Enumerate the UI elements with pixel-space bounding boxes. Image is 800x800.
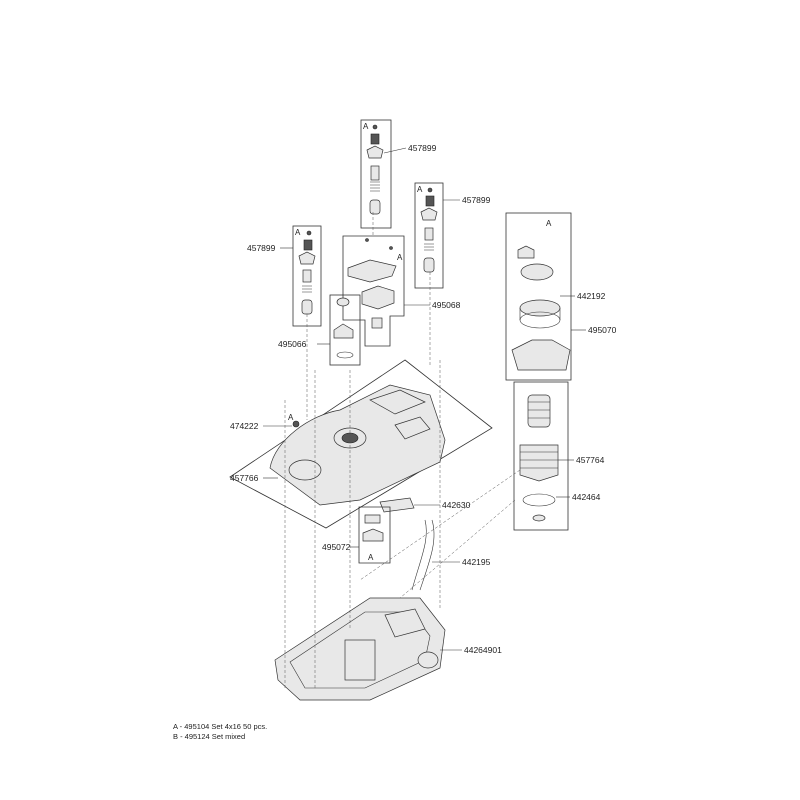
marker-a: A xyxy=(417,185,423,194)
marker-a: A xyxy=(295,228,301,237)
part-label-495068: 495068 xyxy=(432,300,461,310)
part-label-495066: 495066 xyxy=(278,339,307,349)
part-label-457899-left: 457899 xyxy=(247,243,276,253)
assembly-457899-right: A xyxy=(414,182,460,289)
marker-a: A xyxy=(363,122,369,131)
part-label-442195: 442195 xyxy=(462,557,491,567)
assembly-495072: A xyxy=(350,506,391,564)
part-label-474222: 474222 xyxy=(230,421,259,431)
alignment-lines xyxy=(284,212,521,690)
part-label-495070: 495070 xyxy=(588,325,617,335)
assembly-457764 xyxy=(513,381,574,531)
marker-a: A xyxy=(397,253,403,262)
part-label-495072: 495072 xyxy=(322,542,351,552)
part-label-457899-top: 457899 xyxy=(408,143,437,153)
assembly-495066 xyxy=(317,294,361,366)
marker-a: A xyxy=(546,219,552,228)
part-label-442464: 442464 xyxy=(572,492,601,502)
part-label-457766: 457766 xyxy=(230,473,259,483)
legend: A - 495104 Set 4x16 50 pcs. B - 495124 S… xyxy=(173,722,267,742)
assembly-495068: A xyxy=(342,235,430,347)
part-label-457899-right: 457899 xyxy=(462,195,491,205)
base-housing-44264901 xyxy=(274,597,462,701)
top-cover-457766: A xyxy=(229,359,493,529)
part-label-44264901: 44264901 xyxy=(464,645,502,655)
part-442630 xyxy=(379,497,440,513)
assembly-457899-left: A xyxy=(280,225,322,327)
marker-a: A xyxy=(368,553,374,562)
assembly-495070: A xyxy=(505,212,586,381)
part-442195 xyxy=(411,519,460,591)
assembly-457899-top: A xyxy=(360,119,407,229)
part-label-457764: 457764 xyxy=(576,455,605,465)
part-label-442192: 442192 xyxy=(577,291,606,301)
marker-a: A xyxy=(288,413,294,422)
part-label-442630: 442630 xyxy=(442,500,471,510)
legend-item-a: A - 495104 Set 4x16 50 pcs. xyxy=(173,722,268,731)
legend-item-b: B - 495124 Set mixed xyxy=(173,732,246,741)
